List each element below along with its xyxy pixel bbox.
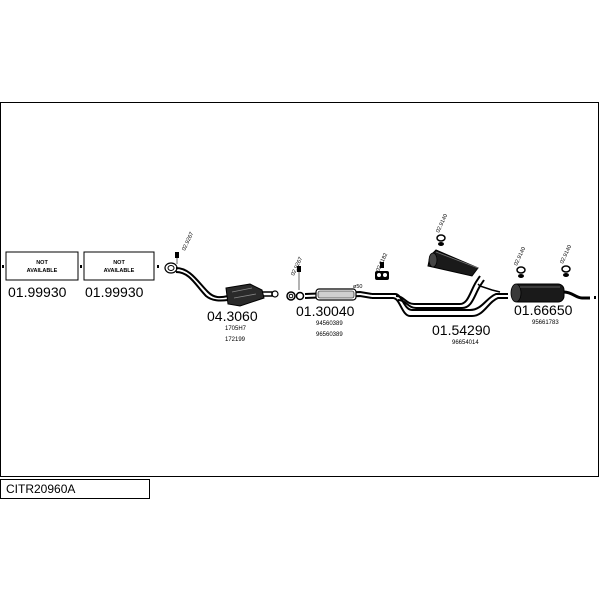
diagram-code: CITR20960A — [6, 482, 76, 496]
ref-catalytic-1: 1705H7 — [225, 326, 247, 332]
fitting-tag-6[interactable]: 02.9140 — [559, 244, 573, 265]
clamp-icon — [175, 252, 179, 264]
connector-dot — [594, 296, 596, 299]
not-available-label-2: AVAILABLE — [27, 268, 58, 274]
not-available-label-3: NOT — [113, 260, 125, 266]
intermediate-muffler-icon[interactable] — [427, 249, 479, 277]
not-available-box-1[interactable]: NOT AVAILABLE — [5, 251, 79, 281]
part-number-twin-pipe[interactable]: 01.54290 — [432, 322, 491, 338]
hanger-icon — [375, 262, 389, 280]
part-number-na-2[interactable]: 01.99930 — [85, 284, 144, 300]
hanger-icon — [561, 265, 571, 277]
not-available-label-1: NOT — [36, 260, 48, 266]
center-pipe-section[interactable] — [304, 288, 373, 301]
part-number-center[interactable]: 01.30040 — [296, 303, 355, 319]
connector-dot — [157, 265, 159, 268]
catalytic-converter-section[interactable] — [164, 262, 279, 307]
hanger-icon — [436, 234, 446, 246]
not-available-label-4: AVAILABLE — [104, 268, 135, 274]
gasket-icon — [286, 266, 305, 301]
ref-twin-pipe-1: 96654014 — [452, 340, 479, 346]
fitting-tag-2[interactable]: 02.9267 — [290, 256, 304, 277]
connector-dot — [2, 265, 4, 268]
not-available-box-2[interactable]: NOT AVAILABLE — [83, 251, 155, 281]
diagram-code-box: CITR20960A — [0, 479, 150, 499]
fitting-tag-1[interactable]: 02.9267 — [181, 231, 195, 252]
hanger-icon — [516, 266, 526, 278]
ref-catalytic-2: 172199 — [225, 337, 246, 343]
part-number-catalytic[interactable]: 04.3060 — [207, 308, 258, 324]
part-number-rear-muffler[interactable]: 01.66650 — [514, 302, 573, 318]
ref-center-2: 96560389 — [316, 332, 343, 338]
fitting-tag-4[interactable]: 02.9140 — [435, 213, 449, 234]
diameter-tag: ø50 — [353, 284, 362, 290]
fitting-tag-5[interactable]: 02.9140 — [513, 246, 527, 267]
ref-center-1: 94560389 — [316, 321, 343, 327]
fitting-tag-3[interactable]: 02.8182 — [375, 252, 389, 273]
twin-pipe-section[interactable] — [372, 275, 508, 317]
diagram-frame — [0, 102, 599, 477]
ref-rear-muffler-1: 95661783 — [532, 320, 559, 326]
rear-muffler-icon[interactable] — [510, 283, 590, 303]
connector-dot — [80, 265, 82, 268]
part-number-na-1[interactable]: 01.99930 — [8, 284, 67, 300]
